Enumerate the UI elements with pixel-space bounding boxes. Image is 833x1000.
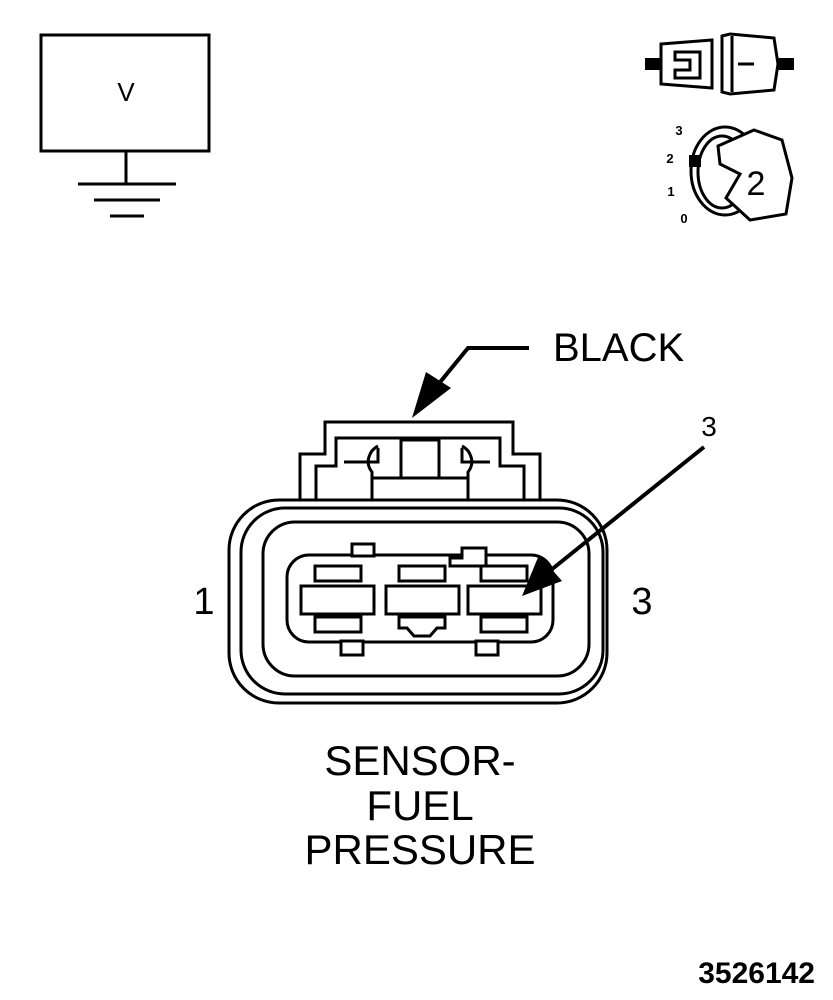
pin-cavity-1 <box>299 542 376 657</box>
pin-3-leader-line <box>549 445 706 572</box>
figure-id: 3526142 <box>698 957 815 990</box>
ignition-switch-icon: 3 2 1 0 2 <box>666 123 794 226</box>
pin-1-label: 1 <box>193 581 214 623</box>
ignition-key-label: 2 <box>747 165 766 203</box>
color-arrowhead <box>412 372 451 418</box>
ignition-position-2: 2 <box>666 151 673 166</box>
pin-3-callout-label: 3 <box>701 411 717 442</box>
ignition-position-0: 0 <box>680 211 687 226</box>
ignition-position-1: 1 <box>667 184 674 199</box>
connector-latch <box>298 420 542 506</box>
ignition-position-3: 3 <box>675 123 682 138</box>
voltmeter-symbol: V <box>39 33 211 218</box>
disconnect-connector-icon <box>645 32 794 96</box>
caption-line-3: PRESSURE <box>304 826 535 873</box>
caption-line-1: SENSOR- <box>324 737 515 784</box>
caption-line-2: FUEL <box>366 782 473 829</box>
color-leader-line <box>430 346 529 394</box>
voltmeter-label: V <box>117 77 135 107</box>
pin-3-callout: 3 <box>522 411 717 596</box>
connector-color-label: BLACK <box>553 326 684 370</box>
pin-3-arrowhead <box>522 555 562 596</box>
color-callout: BLACK <box>412 326 684 418</box>
connector-face <box>227 420 609 705</box>
pin-3-label: 3 <box>631 581 652 623</box>
pin-cavity-2 <box>384 546 488 638</box>
component-caption: SENSOR- FUEL PRESSURE <box>304 737 535 873</box>
pin-cavity-area <box>285 553 555 644</box>
